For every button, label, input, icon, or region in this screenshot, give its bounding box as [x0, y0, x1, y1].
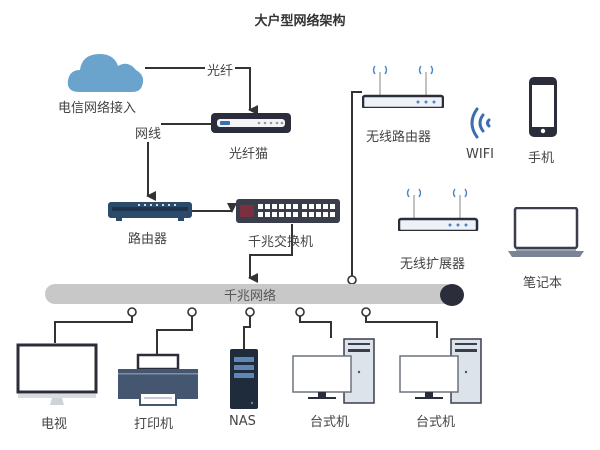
optical-modem-label: 光纤猫 [229, 147, 269, 162]
wifi-icon [470, 107, 491, 139]
wireless-router-icon [362, 65, 444, 108]
laptop-icon [508, 207, 584, 257]
desktop1-label: 台式机 [310, 415, 350, 430]
fiber-edge-label: 光纤 [205, 60, 236, 79]
laptop-label: 笔记本 [523, 276, 563, 291]
switch-icon [236, 199, 340, 223]
bus-wireless-router-link [351, 91, 362, 276]
wireless-extender-label: 无线扩展器 [400, 257, 466, 272]
bus-tv-link [54, 312, 133, 343]
router-label: 路由器 [128, 232, 168, 247]
phone-icon [529, 77, 557, 137]
port-nas [245, 307, 255, 317]
wireless-router-label: 无线路由器 [366, 130, 432, 145]
port-desktop1 [295, 307, 305, 317]
switch-bus-link [248, 224, 293, 283]
tv-label: 电视 [41, 417, 68, 432]
tv-icon [16, 343, 98, 405]
port-tv [127, 307, 137, 317]
desktop2-label: 台式机 [416, 415, 456, 430]
bus-desktop1-link [299, 312, 332, 338]
desktop-icon [399, 338, 482, 404]
printer-label: 打印机 [134, 417, 174, 432]
diagram-title: 大户型网络架构 [254, 14, 346, 29]
wireless-extender-icon [398, 188, 479, 231]
port-printer [187, 307, 197, 317]
bus-end-cap [440, 284, 464, 306]
desktop-icon [292, 338, 375, 404]
nas-icon [230, 349, 258, 409]
printer-icon [118, 353, 198, 406]
cloud-icon [67, 54, 144, 92]
cable-edge-label: 网线 [135, 123, 162, 142]
phone-label: 手机 [528, 151, 555, 166]
bus-desktop2-link [365, 312, 438, 338]
port-wireless-router [347, 275, 357, 285]
port-desktop2 [361, 307, 371, 317]
switch-label: 千兆交换机 [248, 235, 314, 250]
router-icon [108, 202, 192, 221]
bus-label: 千兆网络 [223, 289, 276, 304]
optical-modem-icon [211, 113, 291, 133]
fiber-link [145, 67, 258, 115]
internet-label: 电信网络接入 [58, 101, 137, 116]
bus-printer-link [156, 312, 193, 355]
wifi-label: WIFI [466, 147, 494, 162]
nas-label: NAS [229, 414, 256, 429]
bus-nas-link [243, 312, 251, 350]
gigabit-network-bus: 千兆网络 [45, 284, 455, 304]
